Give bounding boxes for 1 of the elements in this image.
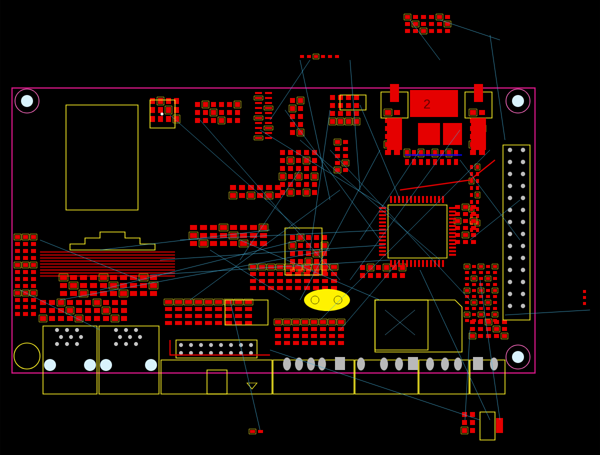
component-designator: 2 [424,99,430,109]
